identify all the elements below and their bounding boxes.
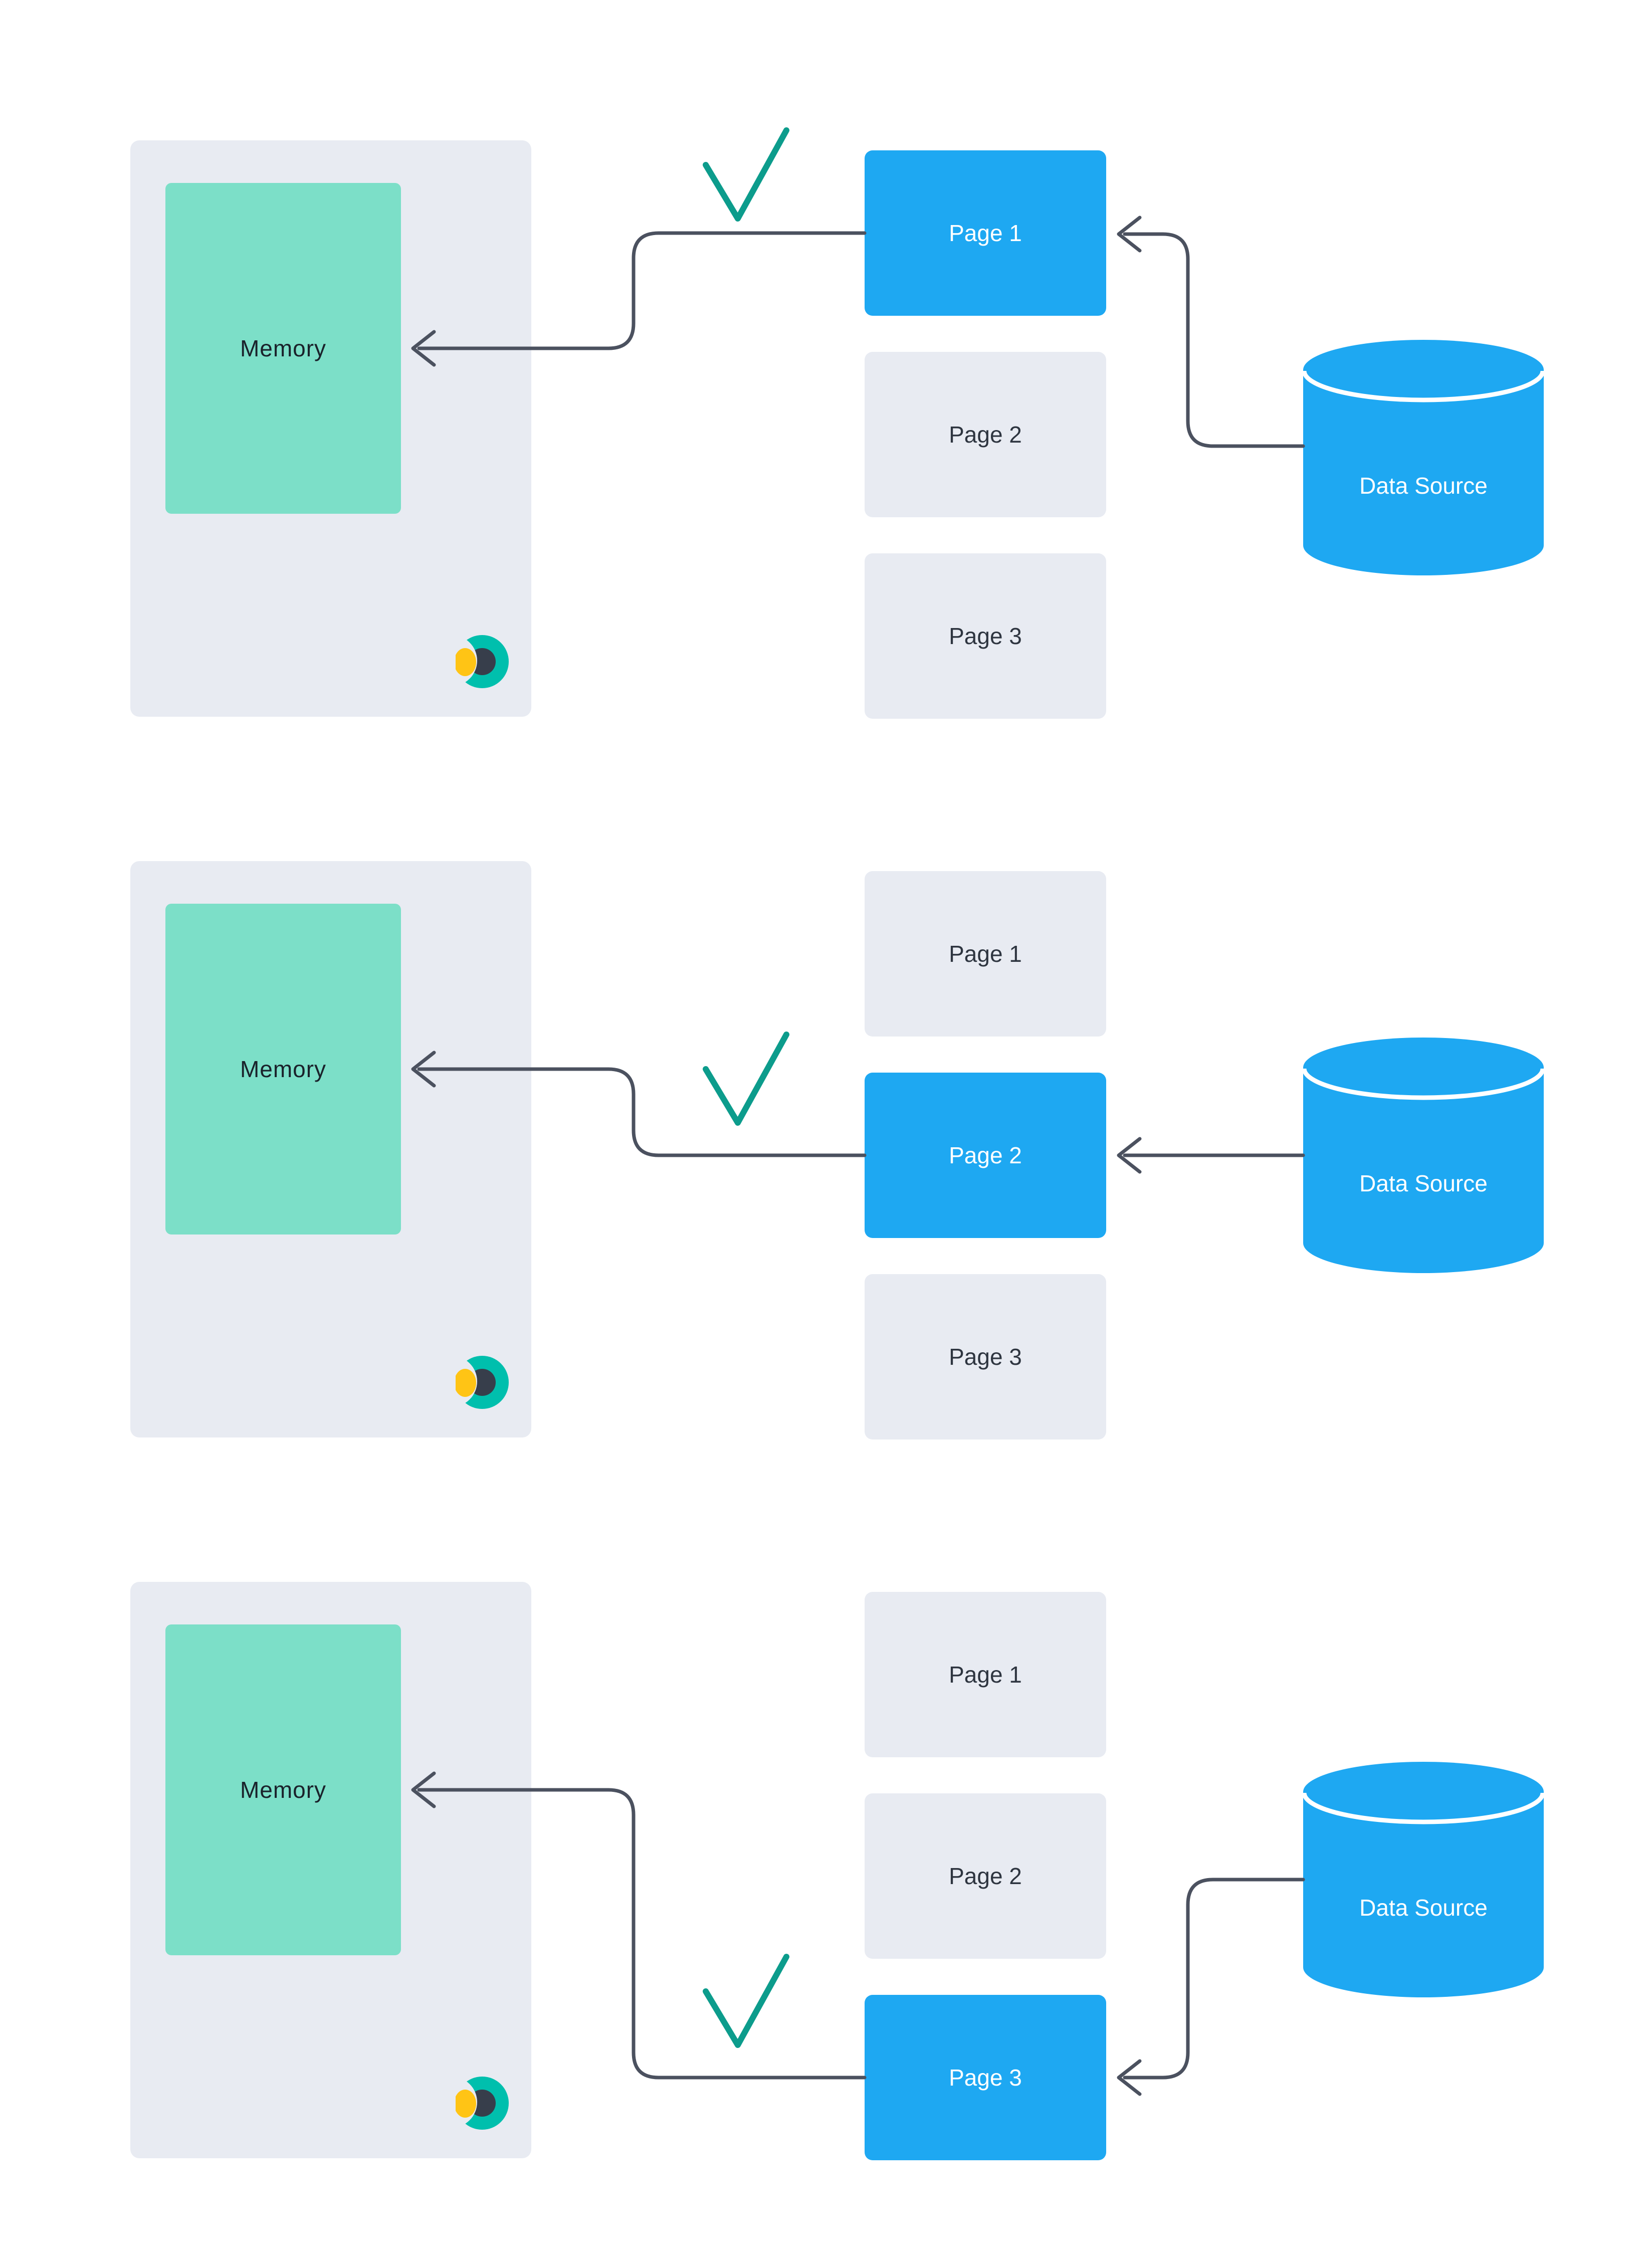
page-label: Page 1 (949, 220, 1022, 246)
memory-label: Memory (240, 1777, 327, 1803)
page-1-box: Page 1 (865, 871, 1106, 1037)
memory-box: Memory (165, 183, 401, 514)
page-label: Page 3 (949, 1344, 1022, 1370)
page-label: Page 3 (949, 623, 1022, 649)
page-label: Page 1 (949, 941, 1022, 967)
data-source-label: Data Source (1359, 473, 1488, 499)
page-3-box: Page 3 (865, 553, 1106, 719)
page-3-box: Page 3 (865, 1274, 1106, 1440)
page-2-box: Page 2 (865, 1073, 1106, 1238)
eclipse-logo-icon (456, 635, 509, 688)
data-source-label: Data Source (1359, 1895, 1488, 1921)
memory-label: Memory (240, 335, 327, 361)
memory-label: Memory (240, 1056, 327, 1082)
page-label: Page 2 (949, 1863, 1022, 1889)
data-source-cylinder: Data Source (1303, 1762, 1544, 1997)
data-source-label: Data Source (1359, 1170, 1488, 1196)
step-2-row: Memory Page 1 Page 2 Page 3 (0, 861, 1652, 1443)
step-3-row: Memory Page 1 Page 2 Page 3 (0, 1582, 1652, 2163)
memory-box: Memory (165, 1624, 401, 1955)
step-1-row: Memory Page 1 Page 2 Page 3 (0, 140, 1652, 722)
page-label: Page 3 (949, 2065, 1022, 2091)
data-source-cylinder: Data Source (1303, 1038, 1544, 1273)
memory-box: Memory (165, 904, 401, 1235)
page-1-box: Page 1 (865, 1592, 1106, 1757)
data-source-cylinder: Data Source (1303, 340, 1544, 575)
eclipse-logo-icon (456, 1356, 509, 1409)
page-label: Page 1 (949, 1662, 1022, 1688)
page-2-box: Page 2 (865, 1793, 1106, 1959)
page-2-box: Page 2 (865, 352, 1106, 517)
page-label: Page 2 (949, 422, 1022, 448)
page-label: Page 2 (949, 1142, 1022, 1168)
eclipse-logo-icon (456, 2077, 509, 2130)
page-3-box: Page 3 (865, 1995, 1106, 2160)
page-1-box: Page 1 (865, 150, 1106, 316)
